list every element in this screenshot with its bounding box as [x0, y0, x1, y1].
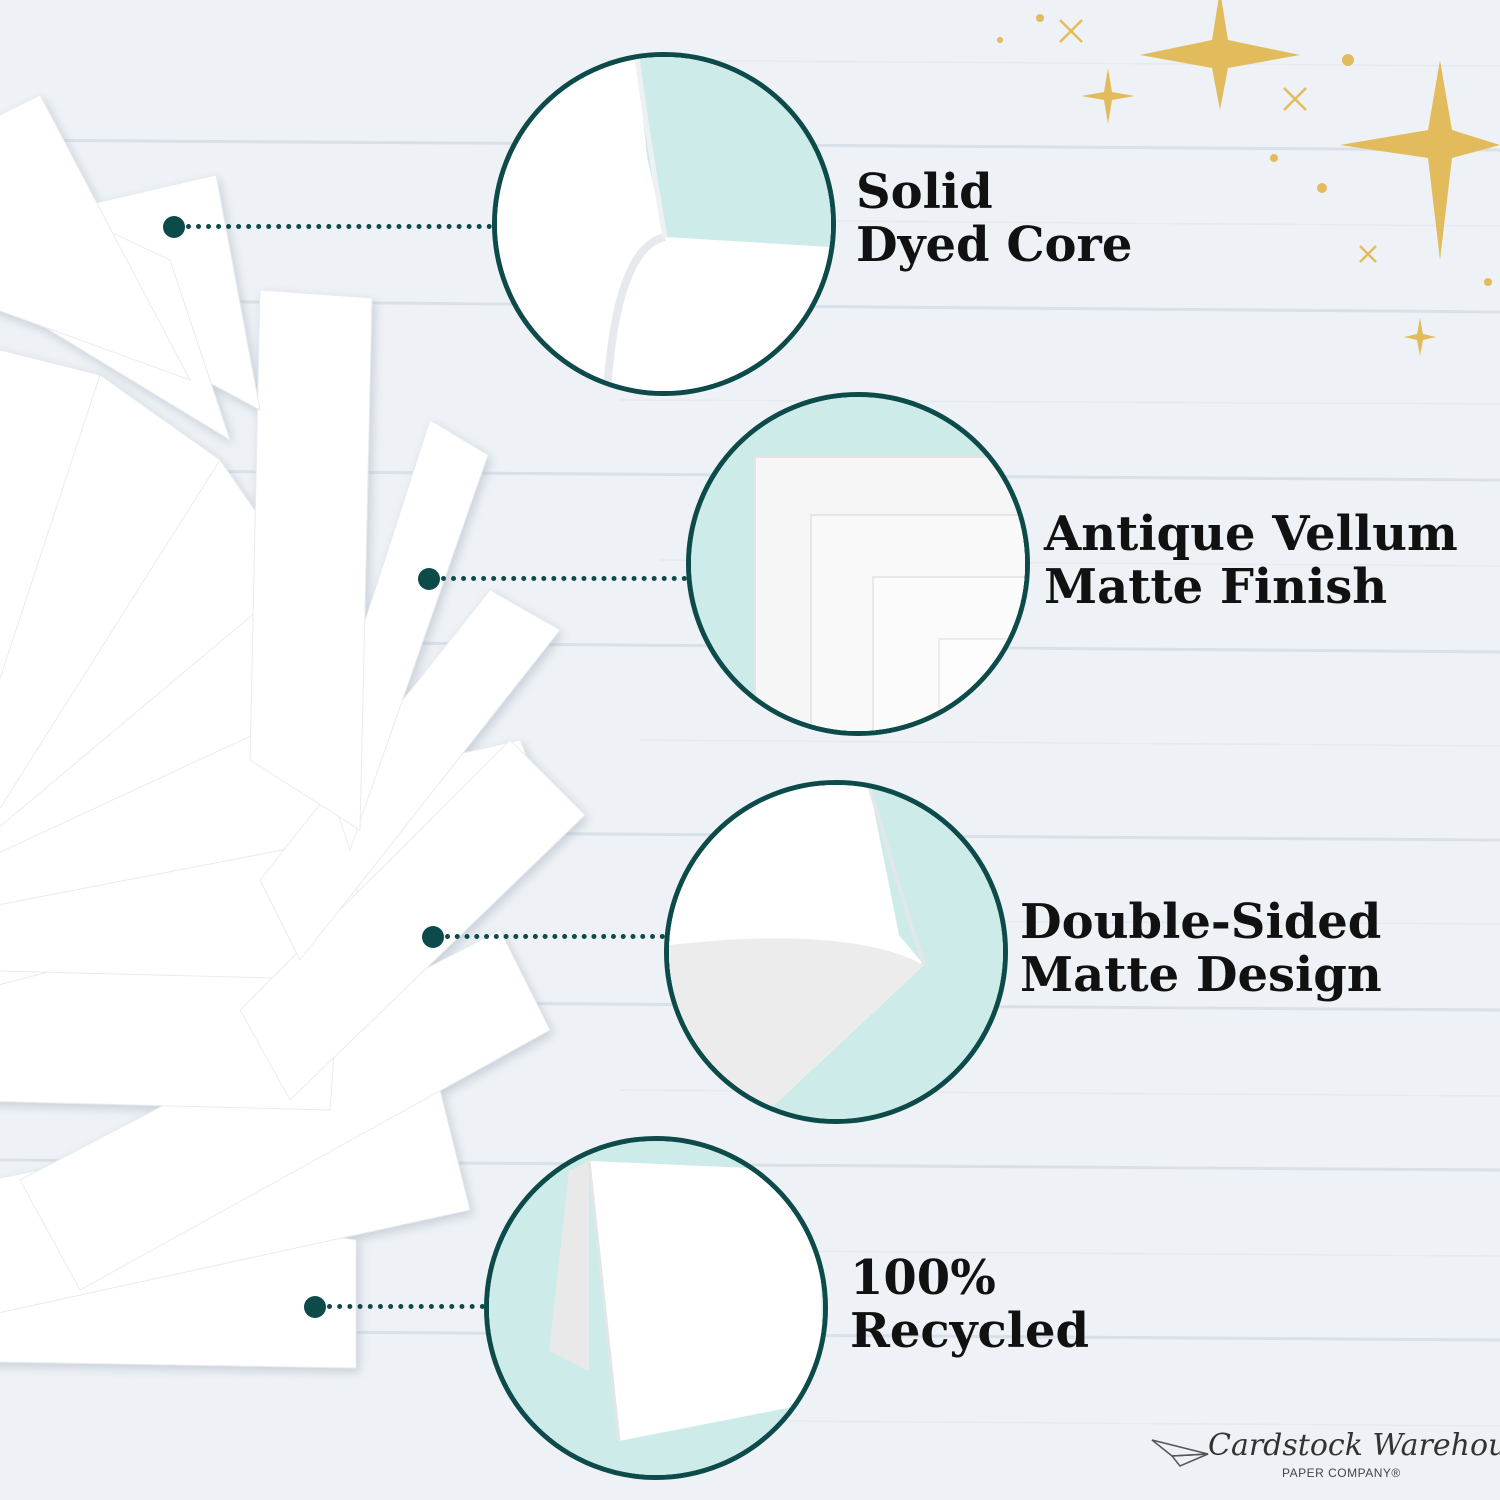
- brand-tagline: PAPER COMPANY®: [1282, 1466, 1401, 1480]
- leader-line: [445, 934, 665, 939]
- leader-dot: [304, 1296, 326, 1318]
- feature-label-line-2: Matte Finish: [1044, 559, 1388, 615]
- vellum-texture-closeup-icon: [686, 392, 1030, 736]
- recycled-folded-card-closeup-icon: [484, 1136, 828, 1480]
- feature-label: Solid Dyed Core: [856, 166, 1132, 272]
- brand-name: Cardstock Warehouse: [1208, 1428, 1500, 1463]
- double-sided-curl-closeup-icon: [664, 780, 1008, 1124]
- feature-label-line-1: Antique Vellum: [1044, 506, 1458, 562]
- paper-plane-icon: [1151, 1439, 1209, 1467]
- leader-line: [441, 576, 687, 581]
- feature-label-line-2: Recycled: [850, 1303, 1090, 1359]
- leader-line: [186, 224, 492, 229]
- dyed-core-closeup-icon: [492, 52, 836, 396]
- feature-label-line-1: 100%: [850, 1250, 996, 1306]
- feature-label: Double-Sided Matte Design: [1020, 896, 1382, 1002]
- leader-dot: [422, 926, 444, 948]
- feature-label-line-1: Double-Sided: [1020, 894, 1382, 950]
- leader-dot: [163, 216, 185, 238]
- leader-dot: [418, 568, 440, 590]
- feature-label: Antique Vellum Matte Finish: [1044, 508, 1458, 614]
- feature-label: 100% Recycled: [850, 1252, 1089, 1358]
- brand-logo: Cardstock Warehouse PAPER COMPANY®: [1150, 1428, 1500, 1488]
- leader-line: [327, 1304, 485, 1309]
- feature-label-line-2: Matte Design: [1020, 947, 1382, 1003]
- feature-label-line-2: Dyed Core: [856, 217, 1133, 273]
- feature-label-line-1: Solid: [856, 164, 993, 220]
